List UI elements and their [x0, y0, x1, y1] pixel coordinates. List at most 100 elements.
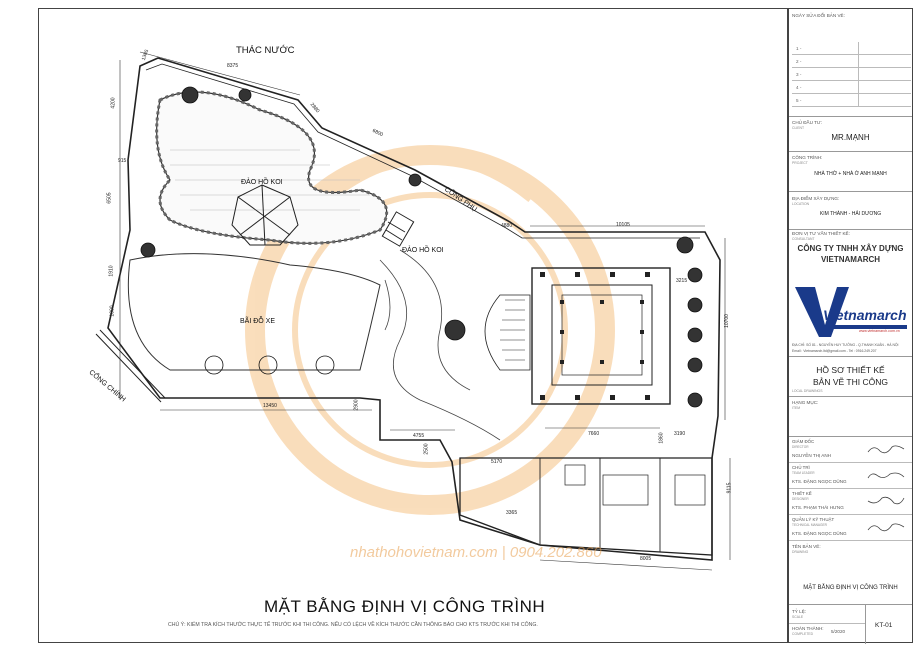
dim-7660: 7660: [588, 431, 600, 437]
stage-section: [789, 357, 912, 397]
project-sub: PROJECT: [792, 161, 808, 165]
parking-area: [127, 253, 381, 371]
consultant-section: [789, 230, 912, 357]
dim-1910: 1910: [108, 265, 115, 277]
dim-1000: 1000: [109, 305, 116, 317]
site-boundary: [107, 57, 721, 561]
signature-mark: [867, 445, 905, 454]
stage-sub: LOCAL DRAWINGS: [792, 389, 823, 393]
trees: [140, 86, 703, 408]
drawing-frame: [38, 8, 788, 643]
drawing-name-section: [789, 541, 912, 605]
dim-4200: 4200: [110, 97, 117, 109]
scale-divider: [789, 623, 865, 624]
client-sub: CLIENT: [792, 126, 805, 130]
dim-2900: 2900: [353, 399, 360, 411]
category-sub: ITEM: [792, 406, 801, 410]
company-address: ĐỊA CHỈ: SỐ 81 - NGUYỄN HUY TƯỞNG - Q.TH…: [792, 343, 899, 347]
category-section: [789, 397, 912, 437]
signature-row: QUẢN LÝ KỸ THUẬT TECHNICAL MANAGER KTS. …: [789, 515, 912, 541]
label-parking: BÃI ĐỖ XE: [240, 318, 276, 325]
signature-mark: [867, 523, 905, 532]
dim-3190: 3190: [674, 431, 686, 437]
project-section: [789, 152, 912, 192]
dimension-lines: [119, 51, 731, 571]
logo-url: www.vietnamarch.com.vn: [859, 329, 900, 333]
signature-mark: [867, 472, 905, 479]
location-value: KIM THÀNH - HẢI DƯƠNG: [819, 211, 882, 217]
dim-8005: 8005: [640, 556, 652, 562]
completed-label: HOÀN THÀNH:: [792, 626, 824, 631]
client-section: [789, 117, 912, 152]
dim-6505: 6505: [106, 192, 113, 204]
label-waterfall: THÁC NƯỚC: [236, 45, 295, 56]
drawing-note: CHÚ Ý: KIỂM TRA KÍCH THƯỚC THỰC TẾ TRƯỚC…: [168, 622, 538, 628]
revision-row: 4 -: [792, 81, 911, 94]
revision-row: 2 -: [792, 55, 911, 68]
consultant-label: ĐƠN VỊ TƯ VẤN THIẾT KẾ:: [792, 231, 850, 236]
drawing-name-value: MẶT BẰNG ĐỊNH VỊ CÔNG TRÌNH: [803, 585, 898, 591]
drawing-name-label: TÊN BẢN VẼ:: [792, 544, 821, 549]
dim-8375: 8375: [227, 63, 239, 69]
revision-row: 1 -: [792, 42, 911, 55]
project-label: CÔNG TRÌNH:: [792, 155, 823, 160]
company-line-1: CÔNG TY TNHH XÂY DỰNG: [797, 244, 904, 253]
location-sub: LOCATION: [792, 202, 810, 206]
stage-line-2: BẢN VẼ THI CÔNG: [813, 377, 888, 387]
revision-section: [789, 9, 912, 117]
project-value: NHÀ THỜ + NHÀ Ở ANH MẠNH: [814, 171, 887, 177]
label-koi-pond-2: ĐẢO HỒ KOI: [402, 247, 444, 254]
dim-4880: 4880: [501, 223, 513, 229]
dim-3365: 3365: [506, 510, 518, 516]
logo-text: Vietnamarch: [823, 307, 907, 323]
watermark-logo: [245, 145, 615, 515]
scale-label: TỶ LỆ:: [792, 609, 807, 614]
revision-row: 5 -: [792, 94, 911, 107]
revision-row: 3 -: [792, 68, 911, 81]
client-label: CHỦ ĐẦU TƯ:: [792, 120, 823, 125]
gazebo: [231, 184, 299, 246]
drawing-title: MẶT BẰNG ĐỊNH VỊ CÔNG TRÌNH: [264, 597, 546, 616]
dim-1860: 1860: [658, 432, 665, 444]
temple-columns: [540, 272, 650, 400]
dim-3215: 3215: [676, 278, 688, 284]
company-line-2: VIETNAMARCH: [820, 255, 881, 264]
signature-row: THIẾT KẾ DESIGNER KTS. PHẠM THÁI HƯNG: [789, 489, 912, 515]
completed-sub: COMPLETED: [792, 632, 814, 636]
dim-9115: 9115: [726, 482, 733, 494]
dim-915: 915: [118, 158, 127, 164]
consultant-sub: CONSULTANT: [792, 237, 815, 241]
signature-mark: [867, 496, 905, 505]
dim-13450: 13450: [263, 403, 277, 409]
signature-row: CHỦ TRÌ TEAM LEADER KTS. ĐẶNG NGỌC DŨNG: [789, 463, 912, 489]
dim-2500: 2500: [423, 443, 430, 455]
dim-4755: 4755: [413, 433, 425, 439]
logo-mark: [795, 287, 907, 337]
garden-paths: [379, 249, 501, 441]
revision-header: NGÀY SỬA ĐỔI BẢN VẼ:: [792, 13, 845, 18]
drawing-name-sub: DRAWING: [792, 550, 809, 554]
title-block: NGÀY SỬA ĐỔI BẢN VẼ: 1 - 2 - 3 - 4 - 5 -…: [788, 8, 913, 644]
scale-sub: SCALE: [792, 615, 804, 619]
house-building: [459, 457, 713, 556]
completed-value: 5/2020: [831, 629, 846, 634]
dim-5170: 5170: [491, 459, 503, 465]
company-logo: Vietnamarch www.vietnamarch.com.vn: [793, 285, 910, 341]
signature-row: GIÁM ĐỐC DIRECTOR NGUYỄN THỊ ANH: [789, 437, 912, 463]
side-gate: [381, 211, 415, 247]
client-value: MR.MẠNH: [831, 133, 870, 142]
category-label: HẠNG MỤC:: [792, 400, 819, 405]
sheet-divider: [865, 605, 866, 644]
location-label: ĐỊA ĐIỂM XÂY DỰNG:: [792, 196, 840, 201]
sheet-number: KT-01: [875, 622, 893, 629]
location-section: [789, 192, 912, 230]
watermark-url: nhathohovietnam.com | 0904.202.860: [350, 544, 602, 561]
stage-line-1: HỒ SƠ THIẾT KẾ: [816, 365, 885, 375]
temple-building: [484, 267, 671, 405]
dim-10105: 10105: [616, 222, 630, 228]
main-gate: [95, 329, 166, 403]
koi-pond-upper: [155, 90, 389, 245]
company-contact: Email : Vietnamarch.ltd@gmail.com - Tel …: [792, 349, 877, 353]
